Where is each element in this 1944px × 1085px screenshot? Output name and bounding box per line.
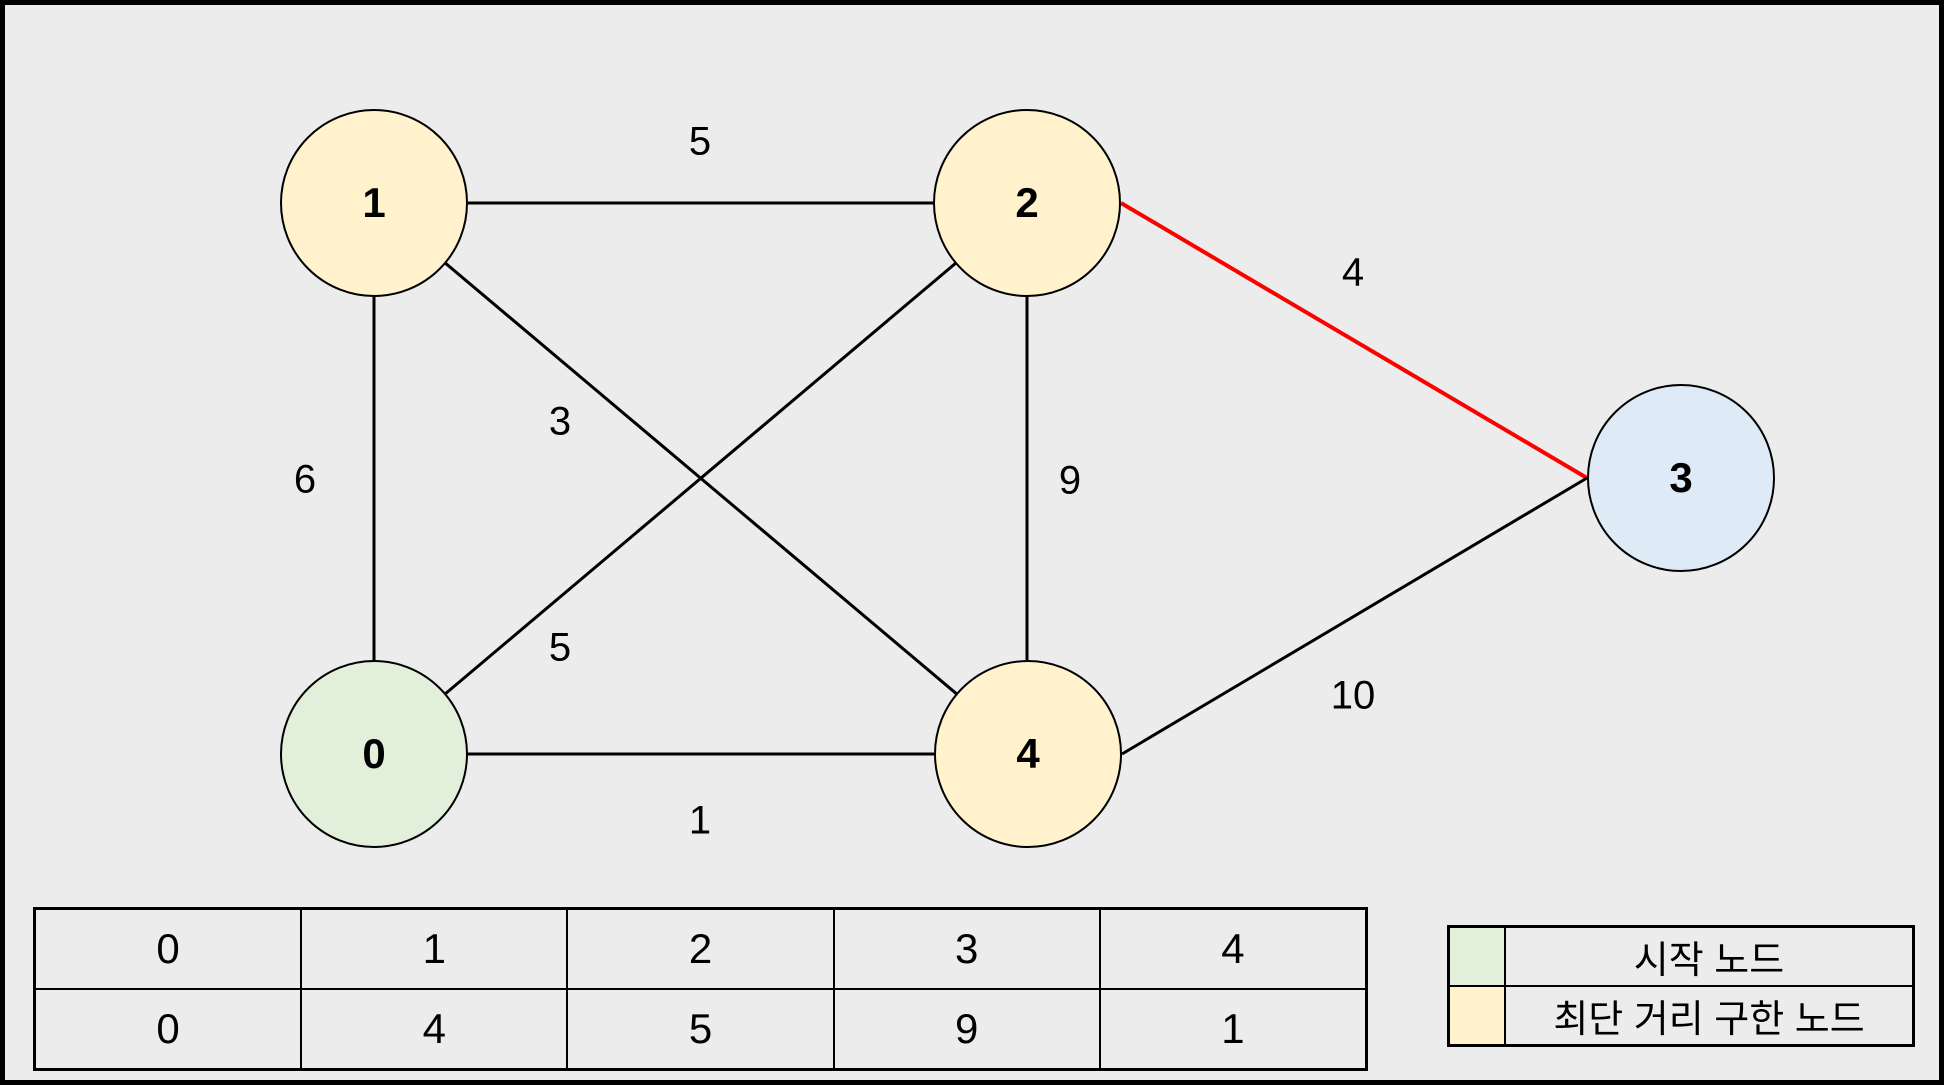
edge-weight-2-4: 9 xyxy=(1058,458,1082,503)
graph-edges-layer xyxy=(372,201,1589,756)
node-1-label: 1 xyxy=(362,179,386,226)
edge-weight-4-3: 10 xyxy=(1330,673,1376,718)
edge-weight-0-2: 5 xyxy=(548,625,572,670)
distance-table-dist-2: 5 xyxy=(567,989,834,1069)
distance-table-dist-1: 4 xyxy=(301,989,568,1069)
legend-label-start-node: 시작 노드 xyxy=(1505,927,1913,986)
edge-weight-2-3: 4 xyxy=(1341,250,1365,295)
graph-node-1: 1 xyxy=(280,109,468,297)
distance-table: 0 1 2 3 4 0 4 5 9 1 xyxy=(33,907,1368,1071)
distance-table-node-4: 4 xyxy=(1099,909,1366,989)
node-2-label: 2 xyxy=(1015,179,1039,226)
edge-4-3 xyxy=(1121,476,1588,756)
distance-table-dist-0: 0 xyxy=(35,989,302,1069)
node-4-label: 4 xyxy=(1016,730,1040,777)
legend-swatch-shortest-found-node xyxy=(1449,986,1505,1045)
graph-node-0: 0 xyxy=(280,660,468,848)
edge-2-3-highlighted xyxy=(1119,201,1589,480)
graph-node-2: 2 xyxy=(933,109,1121,297)
edge-weight-1-4: 3 xyxy=(548,399,572,444)
edge-weight-1-2: 5 xyxy=(688,119,712,164)
distance-table-node-2: 2 xyxy=(567,909,834,989)
node-0-label: 0 xyxy=(362,730,386,777)
edge-weight-0-4: 1 xyxy=(688,798,712,843)
node-3-label: 3 xyxy=(1669,454,1693,501)
distance-table-node-3: 3 xyxy=(833,909,1100,989)
distance-table-node-1: 1 xyxy=(301,909,568,989)
graph-node-4: 4 xyxy=(934,660,1122,848)
distance-table-dist-3: 9 xyxy=(833,989,1100,1069)
legend: 시작 노드 최단 거리 구한 노드 xyxy=(1447,925,1915,1047)
legend-swatch-start-node xyxy=(1449,927,1505,986)
distance-table-node-0: 0 xyxy=(35,909,302,989)
legend-label-shortest-found-node: 최단 거리 구한 노드 xyxy=(1505,986,1913,1045)
distance-table-dist-4: 1 xyxy=(1099,989,1366,1069)
edge-0-2 xyxy=(373,201,1028,756)
graph-node-3: 3 xyxy=(1587,384,1775,572)
edge-weight-1-0: 6 xyxy=(293,457,317,502)
